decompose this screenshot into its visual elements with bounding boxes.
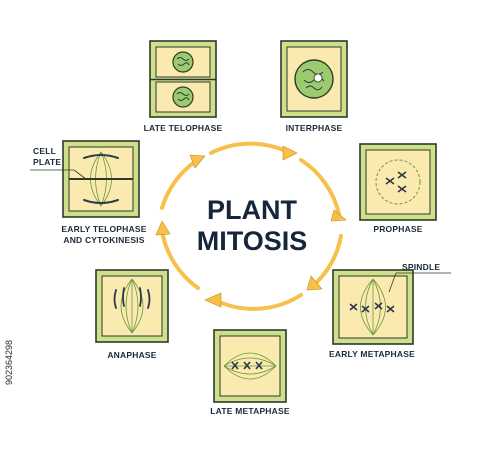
- title-line-2: MITOSIS: [197, 226, 308, 256]
- daughter-nucleus-top: [172, 51, 194, 73]
- cell-anaphase: [95, 269, 169, 343]
- cell-early-telophase-cytokinesis: [62, 140, 140, 218]
- label-spindle: SPINDLE: [402, 262, 440, 272]
- cell-late-telophase: [149, 40, 217, 118]
- label-cell-plate-line-1: CELL: [33, 146, 56, 156]
- label-late-telophase: LATE TELOPHASE: [144, 123, 223, 133]
- title-line-1: PLANT: [207, 195, 297, 225]
- cycle-arrowheads: [155, 145, 347, 308]
- cell-early-metaphase: [332, 269, 414, 345]
- label-cell-plate-line-2: PLATE: [33, 157, 61, 167]
- label-late-metaphase: LATE METAPHASE: [210, 406, 290, 416]
- label-prophase: PROPHASE: [373, 224, 422, 234]
- cell-plate-callout: [30, 169, 87, 180]
- spindle-callout: [388, 272, 451, 293]
- daughter-nucleus-bottom: [172, 86, 194, 108]
- cell-interphase: [280, 40, 348, 118]
- cell-prophase: [359, 143, 437, 221]
- label-early-metaphase: EARLY METAPHASE: [329, 349, 415, 359]
- label-early-telophase-line-2: AND CYTOKINESIS: [63, 235, 144, 245]
- cell-late-metaphase: [213, 329, 287, 403]
- spindle-fibers: [360, 278, 386, 336]
- label-anaphase: ANAPHASE: [107, 350, 156, 360]
- watermark-id: 902364298: [4, 340, 14, 385]
- cycle-ring: [160, 141, 343, 311]
- label-interphase: INTERPHASE: [286, 123, 343, 133]
- label-early-telophase-line-1: EARLY TELOPHASE: [61, 224, 146, 234]
